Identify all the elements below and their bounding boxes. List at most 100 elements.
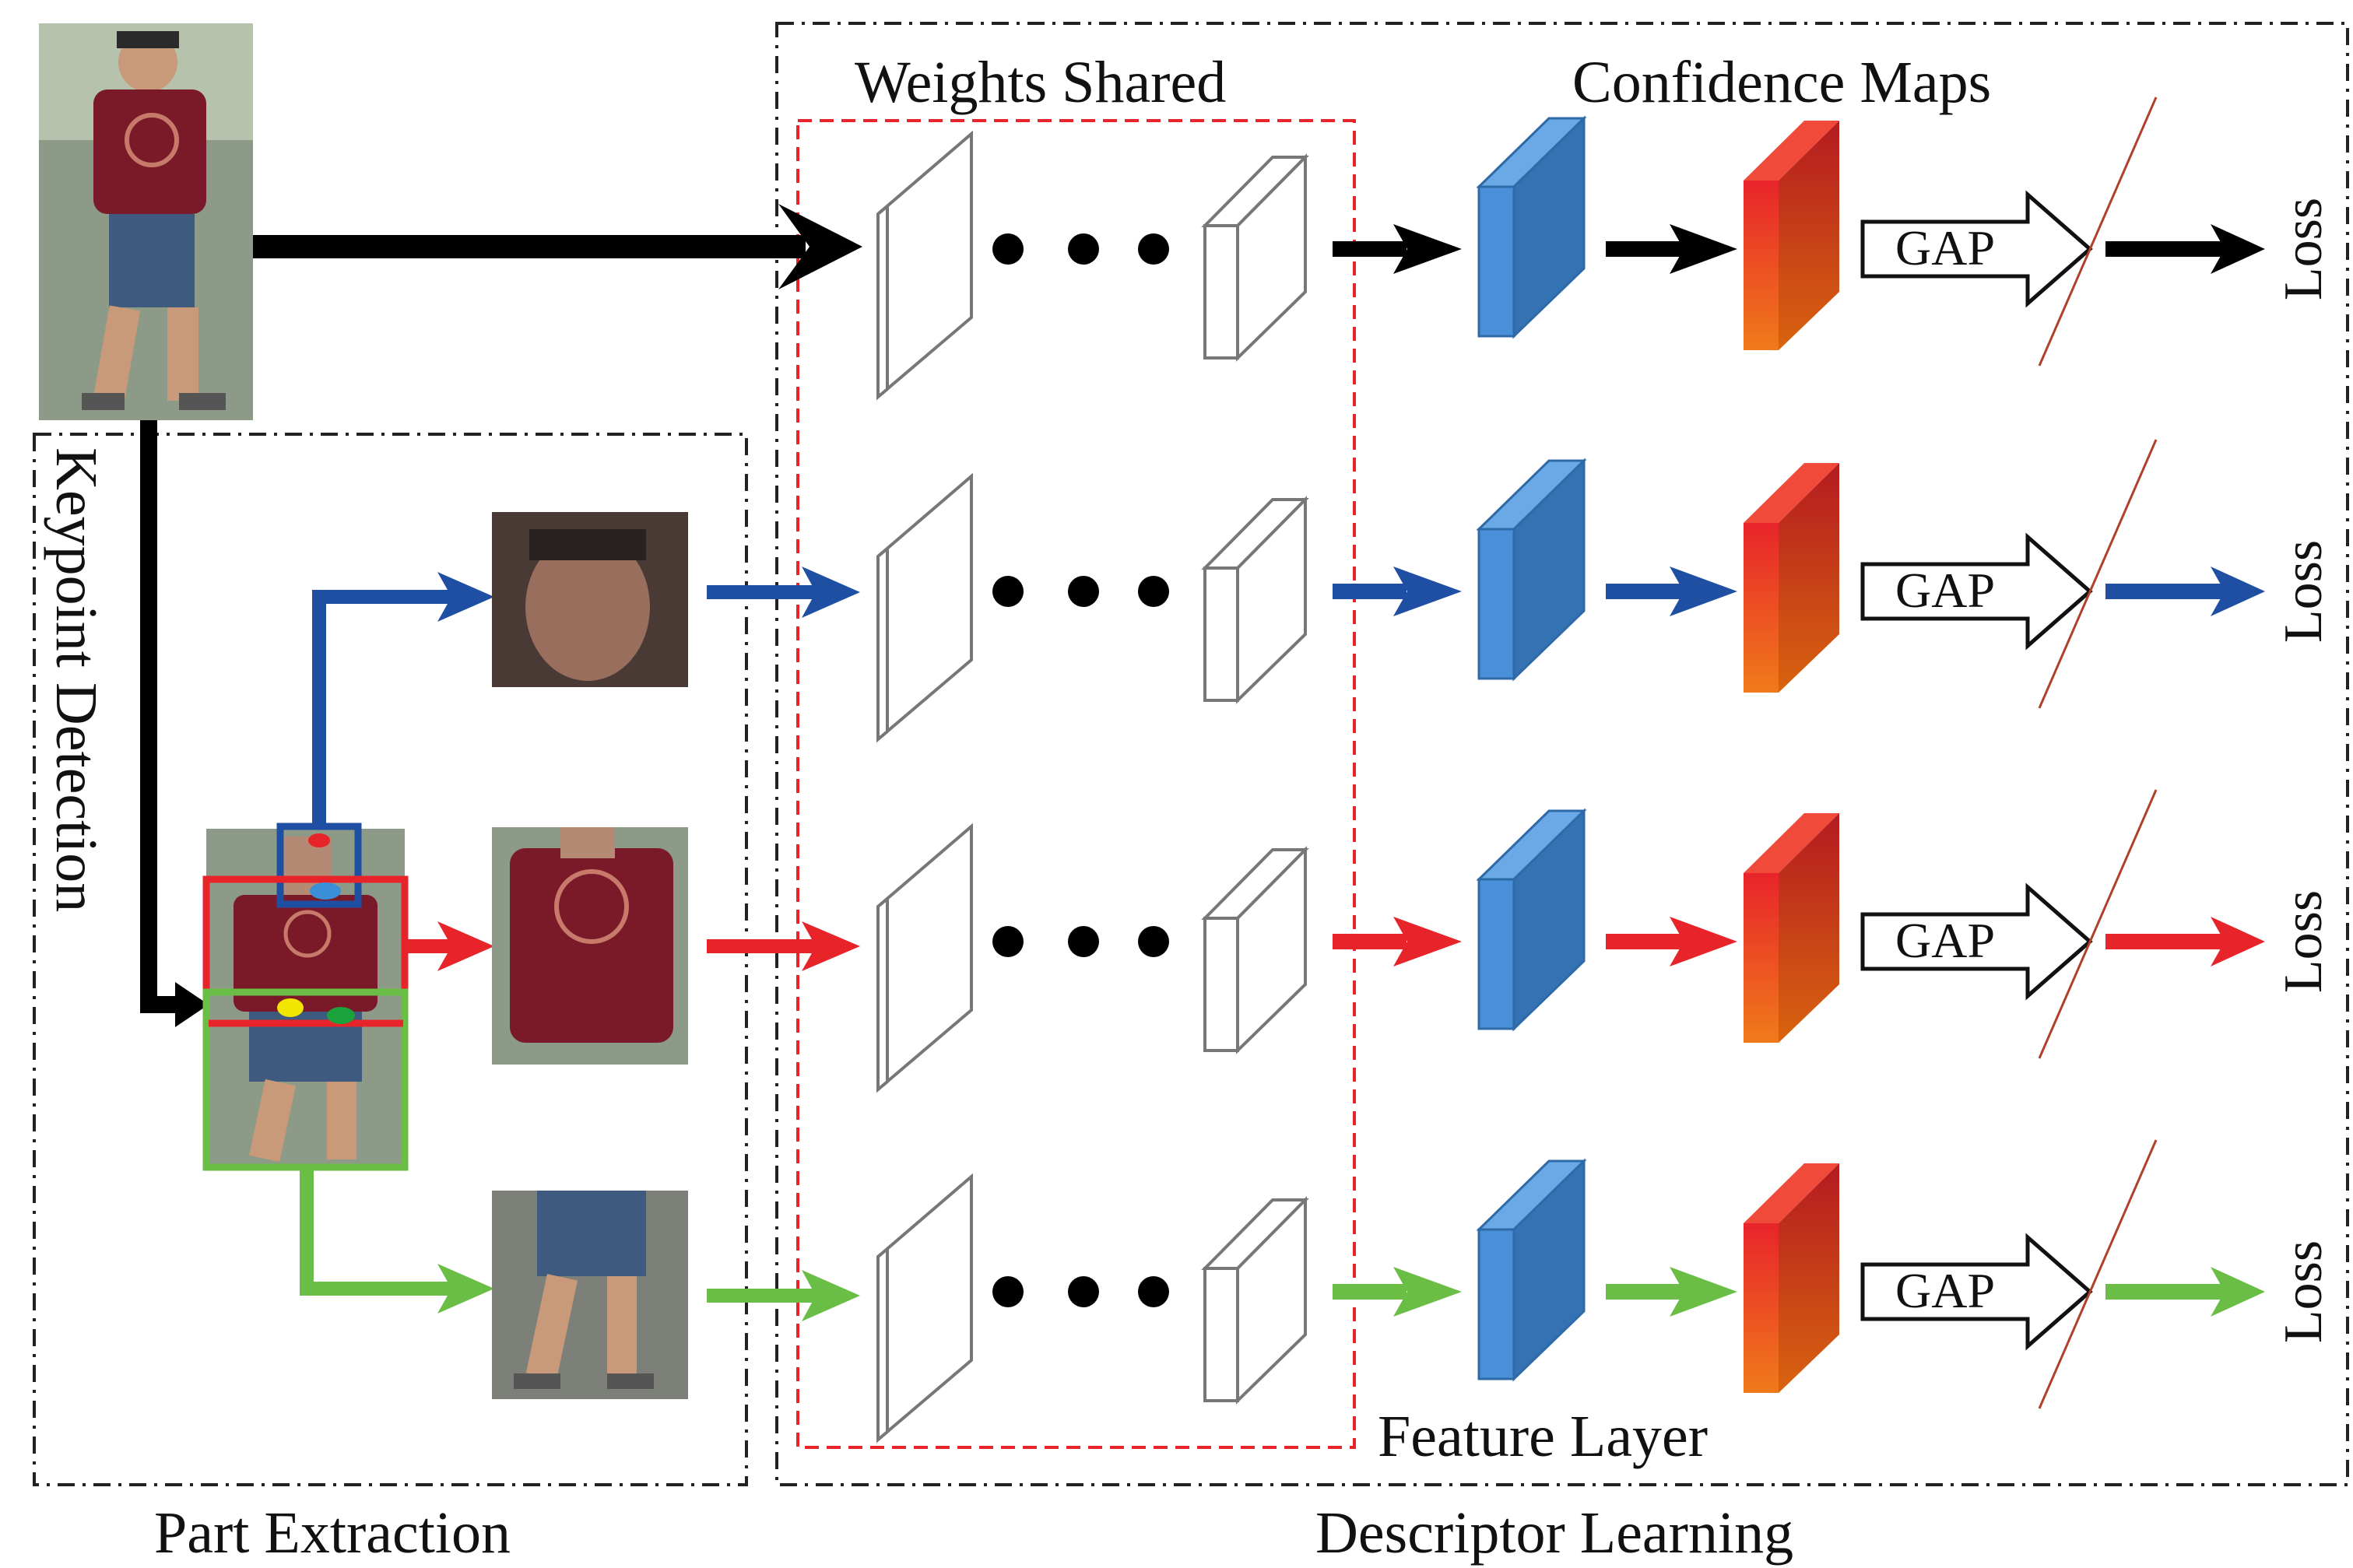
conv-layer-last-front xyxy=(1203,567,1239,702)
confidence-map-front xyxy=(1744,873,1779,1043)
arrow-to-feature-head xyxy=(1393,1267,1462,1317)
ellipsis-dot-3 xyxy=(1138,576,1169,607)
loss-label: Loss xyxy=(2274,1240,2334,1344)
arrow-to-loss-shaft xyxy=(2105,934,2226,949)
ellipsis-dot-3 xyxy=(1138,1276,1169,1307)
legs-branch-arrow xyxy=(300,1167,494,1314)
feature-block-front xyxy=(1477,185,1515,338)
keypoint-detection-label: Keypoint Detection xyxy=(44,447,109,913)
arrow-to-confidence-head xyxy=(1670,917,1737,966)
conv-layer-first-edge xyxy=(876,895,889,1093)
conv-layer-last-side xyxy=(1236,153,1307,362)
keypoint-arrow xyxy=(140,420,209,1027)
ellipsis-dot-1 xyxy=(992,233,1024,265)
arrow-to-loss-head xyxy=(2211,1267,2265,1317)
part-extraction-region xyxy=(33,433,748,1486)
arrow-to-loss-shaft xyxy=(2105,1284,2226,1300)
ellipsis-dot-2 xyxy=(1068,926,1099,957)
loss-label: Loss xyxy=(2274,197,2334,301)
arrow-to-confidence-shaft xyxy=(1606,584,1684,599)
keypoint-green xyxy=(327,1007,355,1024)
legs-to-net-arrow xyxy=(707,1270,860,1321)
feature-slash xyxy=(2038,96,2158,367)
conv-layer-first xyxy=(876,1173,973,1443)
confidence-map-front xyxy=(1744,1223,1779,1393)
ellipsis-dot-1 xyxy=(992,576,1024,607)
feature-block-side xyxy=(1512,1158,1586,1382)
arrow-to-feature-head xyxy=(1393,917,1462,966)
confidence-map-top xyxy=(1744,463,1839,523)
arrow-to-loss-head xyxy=(2211,567,2265,616)
conv-layer-last-side xyxy=(1236,846,1307,1054)
arrow-to-feature-head xyxy=(1393,567,1462,616)
conv-layer-first-edge xyxy=(876,202,889,401)
gap-label: GAP xyxy=(1895,563,1996,618)
keypoint-red xyxy=(308,833,330,847)
torso-branch-arrow xyxy=(405,921,494,971)
feature-block-side xyxy=(1512,115,1586,339)
confidence-maps-label: Confidence Maps xyxy=(1572,50,1992,115)
feature-layer-label: Feature Layer xyxy=(1378,1404,1709,1469)
arrow-to-loss-shaft xyxy=(2105,241,2226,257)
conv-layer-last-front xyxy=(1203,224,1239,360)
gap-label: GAP xyxy=(1895,913,1996,968)
feature-slash xyxy=(2038,439,2158,709)
keypoint-blue xyxy=(310,882,341,900)
ellipsis-dot-3 xyxy=(1138,926,1169,957)
arrow-to-feature-shaft xyxy=(1333,241,1407,257)
head-crop-photo xyxy=(492,512,688,687)
conv-layer-first xyxy=(876,130,973,401)
conv-layer-first-edge xyxy=(876,1245,889,1443)
descriptor-learning-label: Descriptor Learning xyxy=(1315,1500,1794,1566)
keypoint-yellow xyxy=(277,998,304,1017)
conv-layer-last-side xyxy=(1236,496,1307,704)
arrow-to-confidence-shaft xyxy=(1606,934,1684,949)
row-full-body xyxy=(876,96,2265,401)
arrow-to-feature-shaft xyxy=(1333,584,1407,599)
gap-arrow xyxy=(1860,190,2093,308)
feature-block-side xyxy=(1512,808,1586,1032)
arrow-to-feature-shaft xyxy=(1333,1284,1407,1300)
ellipsis-dot-2 xyxy=(1068,233,1099,265)
ellipsis-dot-3 xyxy=(1138,233,1169,265)
arrow-to-feature-shaft xyxy=(1333,934,1407,949)
weights-shared-box xyxy=(796,119,1356,1449)
conv-layer-last-side xyxy=(1236,1196,1307,1405)
feature-block-side xyxy=(1512,458,1586,682)
ellipsis-dot-2 xyxy=(1068,576,1099,607)
confidence-map-side xyxy=(1779,813,1839,1043)
conv-layer-first xyxy=(876,823,973,1093)
arrow-to-confidence-head xyxy=(1670,224,1737,274)
gap-label: GAP xyxy=(1895,1263,1996,1318)
arrow-to-confidence-shaft xyxy=(1606,1284,1684,1300)
torso-crop-photo xyxy=(492,827,688,1065)
loss-label: Loss xyxy=(2274,889,2334,994)
confidence-map-front xyxy=(1744,523,1779,693)
head-branch-arrow xyxy=(312,572,494,830)
confidence-map-side xyxy=(1779,463,1839,693)
gap-label: GAP xyxy=(1895,220,1996,275)
arrow-to-loss-shaft xyxy=(2105,584,2226,599)
arrow-to-confidence-head xyxy=(1670,567,1737,616)
ellipsis-dot-1 xyxy=(992,926,1024,957)
feature-block-front xyxy=(1477,878,1515,1030)
conv-layer-last-front xyxy=(1203,917,1239,1052)
weights-shared-label: Weights Shared xyxy=(855,50,1227,115)
confidence-map-top xyxy=(1744,121,1839,181)
confidence-map-top xyxy=(1744,1163,1839,1223)
ellipsis-dot-2 xyxy=(1068,1276,1099,1307)
arrow-to-confidence-head xyxy=(1670,1267,1737,1317)
feature-block-front xyxy=(1477,528,1515,680)
loss-label: Loss xyxy=(2274,539,2334,644)
torso-to-net-arrow xyxy=(707,921,860,971)
conv-layer-first xyxy=(876,472,973,743)
arrow-to-loss-head xyxy=(2211,917,2265,966)
conv-layer-last-front xyxy=(1203,1267,1239,1402)
gap-arrow xyxy=(1860,532,2093,651)
head-to-net-arrow xyxy=(707,567,860,618)
confidence-map-top xyxy=(1744,813,1839,873)
feature-slash xyxy=(2038,789,2158,1059)
pedestrian-photo xyxy=(39,23,253,420)
legs-crop-photo xyxy=(492,1191,688,1399)
